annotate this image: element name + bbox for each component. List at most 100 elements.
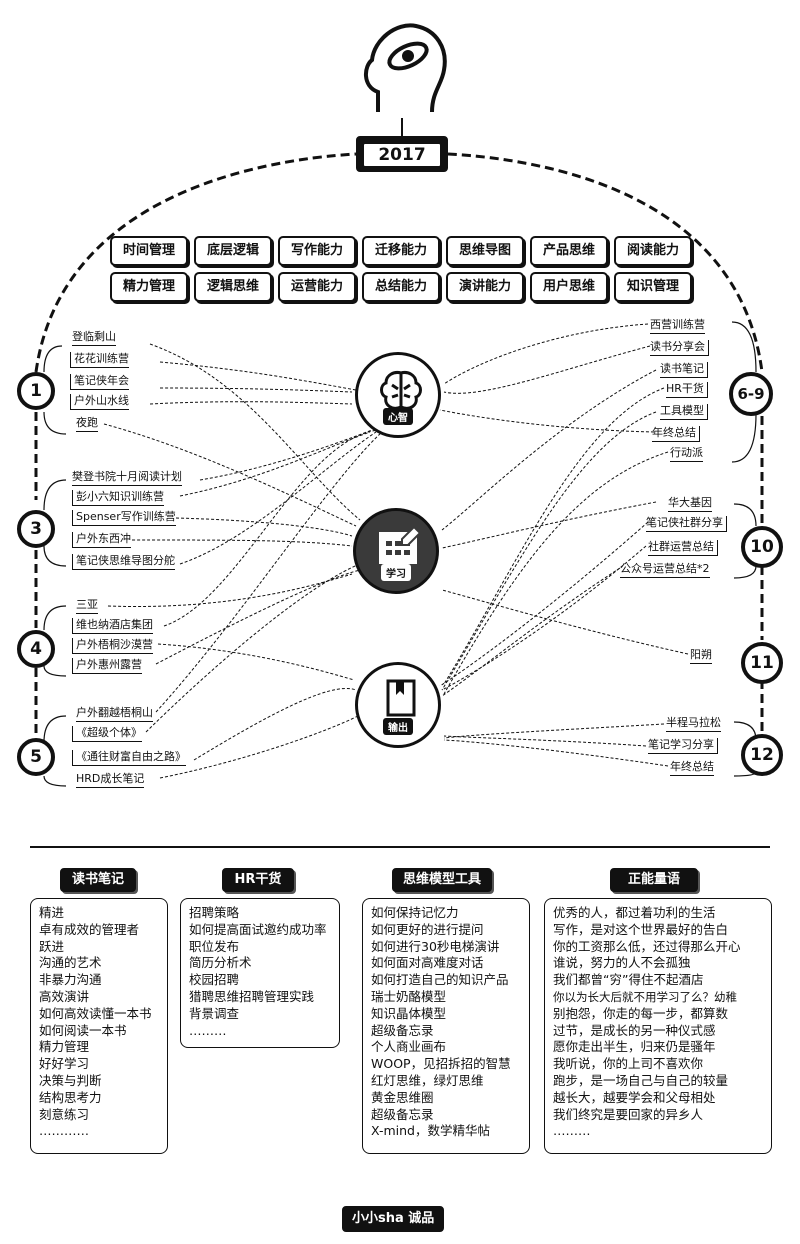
list-item: 瑞士奶酪模型 bbox=[371, 988, 447, 1004]
event-item: 工具模型 bbox=[660, 404, 708, 420]
list-item: 高效演讲 bbox=[39, 988, 90, 1004]
skill-tag: 逻辑思维 bbox=[194, 272, 272, 302]
list-item: 愿你走出半生，归来仍是骚年 bbox=[553, 1039, 716, 1055]
event-item: 樊登书院十月阅读计划 bbox=[72, 470, 182, 486]
event-item: 半程马拉松 bbox=[666, 716, 721, 732]
reading-notes-panel: 精进 卓有成效的管理者 跃进 沟通的艺术 非暴力沟通 高效演讲 如何高效读懂一本… bbox=[30, 898, 168, 1154]
head-icon bbox=[364, 23, 447, 113]
event-item: 维也纳酒店集团 bbox=[72, 618, 153, 634]
list-item: 决策与判断 bbox=[39, 1072, 102, 1088]
year-badge: 2017 bbox=[356, 136, 448, 172]
event-item: 登临剩山 bbox=[72, 330, 116, 346]
hub-label: 输出 bbox=[383, 718, 413, 735]
event-item: 阳朔 bbox=[690, 648, 712, 664]
list-item: 沟通的艺术 bbox=[39, 955, 102, 971]
event-item: 公众号运营总结*2 bbox=[620, 562, 710, 578]
list-item: 你的工资那么低，还过得那么开心 bbox=[553, 938, 741, 954]
list-item: 超级备忘录 bbox=[371, 1022, 434, 1038]
milestone-5: 5 bbox=[17, 738, 55, 776]
list-item: 如何进行30秒电梯演讲 bbox=[371, 938, 500, 954]
list-item: 如何面对高难度对话 bbox=[371, 955, 484, 971]
list-item: 简历分析术 bbox=[189, 955, 252, 971]
list-item: ……… bbox=[553, 1123, 591, 1139]
event-item: 三亚 bbox=[76, 598, 98, 614]
year-label: 2017 bbox=[362, 142, 442, 168]
skill-tag: 迁移能力 bbox=[362, 236, 440, 266]
skill-tag: 时间管理 bbox=[110, 236, 188, 266]
list-item: 写作，是对这个世界最好的告白 bbox=[553, 921, 729, 937]
event-item: 户外山水线 bbox=[70, 394, 129, 410]
milestone-1: 1 bbox=[17, 372, 55, 410]
hub-mind: 心智 bbox=[355, 352, 441, 438]
hr-panel: 招聘策略 如何提高面试邀约成功率 职位发布 简历分析术 校园招聘 猎聘思维招聘管… bbox=[180, 898, 340, 1048]
list-item: 越长大，越要学会和父母相处 bbox=[553, 1089, 716, 1105]
event-item: HR干货 bbox=[666, 382, 708, 398]
list-item: 职位发布 bbox=[189, 938, 240, 954]
list-item: 别抱怨，你走的每一步，都算数 bbox=[553, 1005, 729, 1021]
milestone-4: 4 bbox=[17, 630, 55, 668]
event-item: 笔记侠思维导图分舵 bbox=[72, 554, 175, 570]
event-item: 读书分享会 bbox=[650, 340, 709, 356]
milestone-10: 10 bbox=[741, 526, 783, 568]
panel-title: 思维模型工具 bbox=[392, 868, 492, 892]
event-item: 《超级个体》 bbox=[72, 726, 142, 742]
skill-tag: 思维导图 bbox=[446, 236, 524, 266]
event-item: 户外翻越梧桐山 bbox=[76, 706, 153, 722]
calendar-icon bbox=[379, 525, 422, 564]
event-item: 夜跑 bbox=[76, 416, 98, 432]
skill-tag: 知识管理 bbox=[614, 272, 692, 302]
skill-tag: 产品思维 bbox=[530, 236, 608, 266]
hub-output: 输出 bbox=[355, 662, 441, 748]
list-item: WOOP，见招拆招的智慧 bbox=[371, 1056, 511, 1072]
skill-tag: 用户思维 bbox=[530, 272, 608, 302]
milestone-12: 12 bbox=[741, 734, 783, 776]
list-item: 我听说，你的上司不喜欢你 bbox=[553, 1056, 704, 1072]
list-item: 招聘策略 bbox=[189, 905, 240, 920]
list-item: 知识晶体模型 bbox=[371, 1005, 447, 1021]
brand-logo: 小小sha 诚品 bbox=[342, 1206, 445, 1232]
event-item: 社群运营总结 bbox=[648, 540, 718, 556]
panel-title: HR干货 bbox=[222, 868, 294, 892]
skill-tag: 写作能力 bbox=[278, 236, 356, 266]
skill-tag: 演讲能力 bbox=[446, 272, 524, 302]
hub-label: 心智 bbox=[383, 408, 413, 425]
list-item: 背景调查 bbox=[189, 1005, 240, 1021]
hub-learn: 学习 bbox=[353, 508, 439, 594]
list-item: 跃进 bbox=[39, 938, 65, 954]
event-item: 花花训练营 bbox=[70, 352, 129, 368]
list-item: 结构思考力 bbox=[39, 1089, 102, 1105]
list-item: 精进 bbox=[39, 905, 65, 920]
list-item: 猎聘思维招聘管理实践 bbox=[189, 988, 315, 1004]
event-item: HRD成长笔记 bbox=[76, 772, 145, 788]
event-item: 彭小六知识训练营 bbox=[72, 490, 164, 506]
event-item: 户外惠州露营 bbox=[72, 658, 142, 674]
list-item: 如何提高面试邀约成功率 bbox=[189, 921, 327, 937]
list-item: 我们终究是要回家的异乡人 bbox=[553, 1106, 704, 1122]
list-item: 过节，是成长的另一种仪式感 bbox=[553, 1022, 716, 1038]
list-item: 校园招聘 bbox=[189, 972, 240, 988]
list-item: 如何高效读懂一本书 bbox=[39, 1005, 152, 1021]
event-item: 户外东西冲 bbox=[72, 532, 131, 548]
list-item: 超级备忘录 bbox=[371, 1106, 434, 1122]
list-item: 如何更好的进行提问 bbox=[371, 921, 484, 937]
event-item: 户外梧桐沙漠营 bbox=[72, 638, 153, 654]
milestone-11: 11 bbox=[741, 642, 783, 684]
list-item: 红灯思维，绿灯思维 bbox=[371, 1072, 484, 1088]
list-item: ………… bbox=[39, 1123, 89, 1139]
list-item: 好好学习 bbox=[39, 1056, 90, 1072]
list-item: ……… bbox=[189, 1022, 227, 1038]
section-divider bbox=[30, 846, 770, 848]
event-item: 年终总结 bbox=[652, 426, 700, 442]
list-item: 谁说，努力的人不会孤独 bbox=[553, 955, 691, 971]
skill-tag: 精力管理 bbox=[110, 272, 188, 302]
list-item: 如何打造自己的知识产品 bbox=[371, 972, 509, 988]
list-item: 精力管理 bbox=[39, 1039, 90, 1055]
list-item: 非暴力沟通 bbox=[39, 972, 102, 988]
skill-tag: 运营能力 bbox=[278, 272, 356, 302]
event-item: 《通往财富自由之路》 bbox=[72, 750, 186, 766]
positive-quotes-panel: 优秀的人，都过着功利的生活 写作，是对这个世界最好的告白 你的工资那么低，还过得… bbox=[544, 898, 772, 1154]
event-item: 笔记侠社群分享 bbox=[646, 516, 727, 532]
milestone-6-9: 6-9 bbox=[729, 372, 773, 416]
event-item: 读书笔记 bbox=[660, 362, 708, 378]
skill-tag: 阅读能力 bbox=[614, 236, 692, 266]
